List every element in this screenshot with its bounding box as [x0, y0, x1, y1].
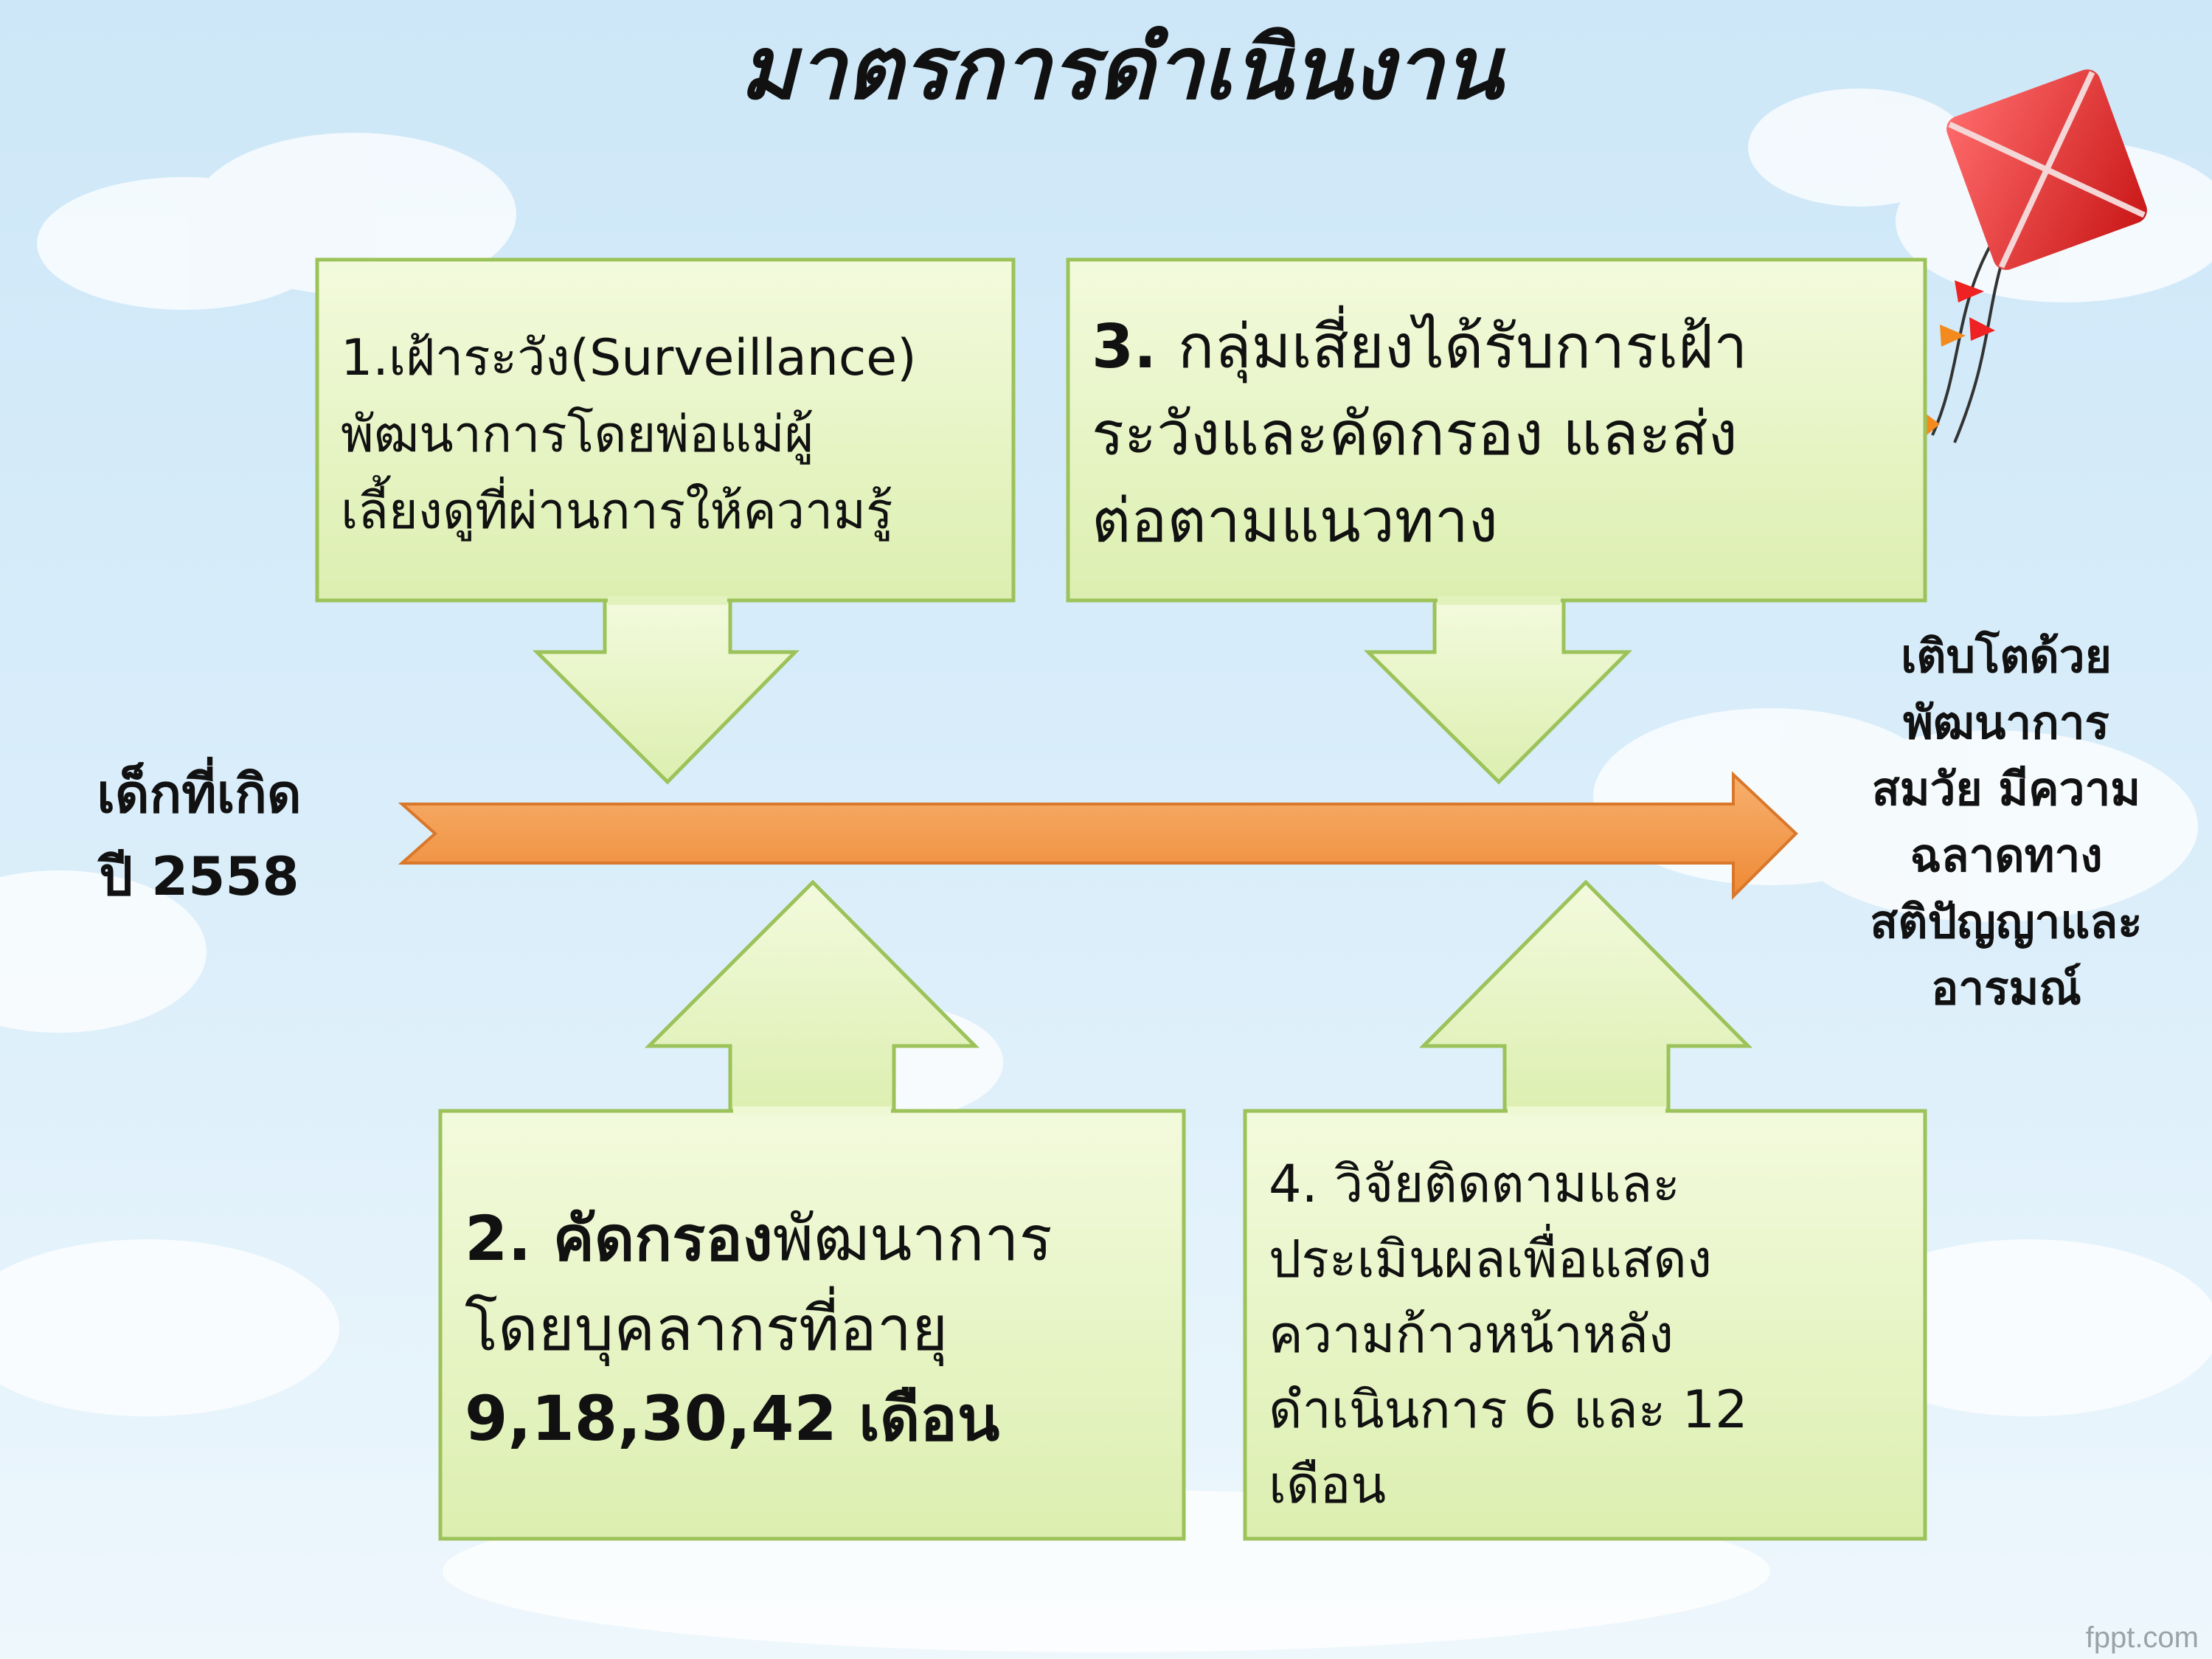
kite-cross — [1948, 71, 2146, 269]
step-1-callout — [315, 257, 1016, 785]
step-4-line: 4. วิจัยติดตามและ — [1269, 1154, 1680, 1214]
step-4-line: ประเมินผลเพื่อแสดง — [1269, 1229, 1713, 1289]
step-3-down-arrow — [1363, 598, 1633, 785]
step-4-box — [1243, 1109, 1927, 1541]
start-label-line: ปี 2558 — [99, 845, 299, 907]
step-2-number: 2. — [465, 1202, 553, 1275]
step-3-line: ต่อตามแนวทาง — [1092, 486, 1498, 556]
step-1-line: เลี้ยงดูที่ผ่านการให้ความรู้ — [341, 482, 893, 541]
outcome-label-line: อารมณ์ — [1931, 961, 2081, 1015]
step-2-up-arrow — [644, 879, 980, 1116]
cloud — [0, 1239, 339, 1416]
step-2-text: 2. คัดกรองพัฒนาการ โดยบุคลากรที่อายุ 9,1… — [465, 1194, 1053, 1464]
outcome-label-line: พัฒนาการ — [1903, 696, 2109, 749]
cloud — [1837, 1239, 2212, 1416]
cloud — [192, 133, 516, 295]
step-2-box — [438, 1109, 1186, 1541]
step-3-callout — [1066, 257, 1927, 785]
kite-tail — [1925, 413, 1940, 435]
step-1-box — [315, 257, 1016, 603]
step-1-text: 1.เฝ้าระวัง(Surveillance) พัฒนาการโดยพ่อ… — [341, 320, 917, 550]
start-label-line: เด็กที่เกิด — [97, 763, 302, 825]
step-4-line: ความก้าวหน้าหลัง — [1269, 1304, 1674, 1365]
step-1-line: พัฒนาการโดยพ่อแม่ผู้ — [341, 406, 814, 464]
page-title: มาตรการดำเนินงาน — [739, 17, 1503, 119]
kite-tail — [1969, 317, 1995, 341]
step-3-line1-rest: กลุ่มเสี่ยงได้รับการเฝ้า — [1177, 312, 1748, 382]
outcome-label-line: เติบโตด้วย — [1901, 629, 2112, 683]
step-2-line1-rest: พัฒนาการ — [772, 1202, 1053, 1275]
cloud — [1748, 89, 1969, 207]
step-1-down-arrow — [532, 598, 800, 785]
step-3-line: ระวังและคัดกรอง และส่ง — [1092, 399, 1738, 469]
step-4-up-arrow — [1419, 879, 1752, 1116]
step-3-number: 3. — [1092, 312, 1178, 382]
credit-watermark: fppt.com — [2085, 1621, 2199, 1654]
outcome-label-line: สมวัย มีความ — [1871, 762, 2141, 816]
step-3-line: 3. กลุ่มเสี่ยงได้รับการเฝ้า — [1092, 304, 1747, 391]
step-3-text: 3. กลุ่มเสี่ยงได้รับการเฝ้า ระวังและคัดก… — [1092, 304, 1747, 565]
outcome-label-line: สติปัญญาและ — [1870, 895, 2143, 949]
kite-tail — [1955, 280, 1984, 302]
step-1-line: 1.เฝ้าระวัง(Surveillance) — [341, 329, 917, 387]
step-2-line: โดยบุคลากรที่อายุ — [465, 1292, 949, 1365]
step-2-callout — [438, 879, 1186, 1541]
step-2-line: 9,18,30,42 เดือน — [465, 1382, 1000, 1455]
step-3-box — [1066, 257, 1927, 603]
step-2-line: 2. คัดกรองพัฒนาการ — [465, 1194, 1053, 1284]
cloud — [0, 870, 207, 1033]
kite-string — [1931, 243, 1993, 436]
kite-tail — [1940, 325, 1966, 347]
step-2-head: คัดกรอง — [552, 1202, 773, 1275]
outcome-label: เติบโตด้วย พัฒนาการ สมวัย มีความ ฉลาดทาง… — [1811, 623, 2202, 1022]
main-timeline-arrow — [398, 771, 1798, 900]
outcome-label-line: ฉลาดทาง — [1910, 828, 2103, 882]
cloud — [1785, 730, 2198, 922]
step-4-line: เดือน — [1269, 1455, 1387, 1515]
step-4-text: 4. วิจัยติดตามและ ประเมินผลเพื่อแสดง ควา… — [1269, 1146, 1748, 1523]
kite-string — [1953, 246, 2008, 443]
kite-icon — [1925, 69, 2147, 443]
start-label: เด็กที่เกิด ปี 2558 — [52, 752, 347, 918]
step-4-callout — [1243, 879, 1927, 1541]
step-4-line: ดำเนินการ 6 และ 12 — [1269, 1379, 1748, 1440]
